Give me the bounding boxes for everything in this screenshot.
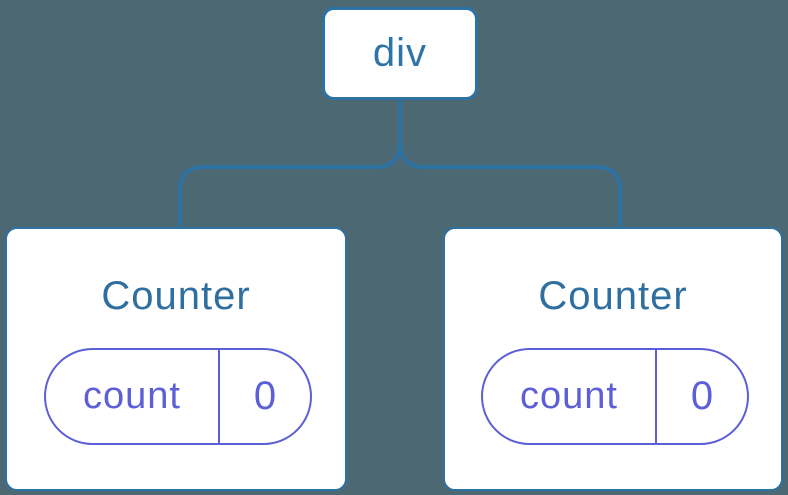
tree-node-div: div [322,7,478,100]
state-badge: count 0 [481,348,749,445]
connector-right-branch [398,96,622,231]
component-name-label: Counter [538,274,688,318]
tree-node-counter-right: Counter count 0 [443,227,783,491]
tree-node-div-label: div [372,31,428,75]
state-key-label: count [46,350,220,443]
state-key-label: count [483,350,657,443]
connector-left-branch [178,96,402,231]
state-badge: count 0 [44,348,312,445]
state-value-label: 0 [690,374,714,418]
state-value-label: 0 [253,374,277,418]
component-name-label: Counter [101,274,251,318]
tree-node-counter-left: Counter count 0 [5,227,347,491]
